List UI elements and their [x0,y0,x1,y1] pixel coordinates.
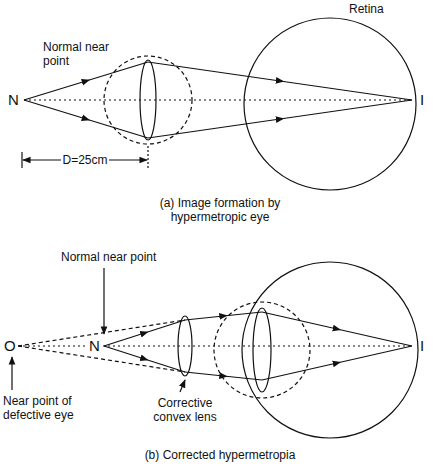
cornea [104,56,192,144]
point-letter: N [88,338,101,354]
eyeball [242,262,418,438]
eyeball [244,18,416,190]
virtual-ray [18,346,185,372]
light-ray [104,346,185,372]
eye-lens [140,60,156,140]
figure-caption: (b) Corrected hypermetropia [144,448,297,462]
figure-caption: (a) Image formation by hypermetropic eye [134,196,306,224]
leader-arrow [11,357,12,390]
light-ray [148,100,412,138]
dimension-label: D=25cm [61,153,108,167]
near-point-label: Near point of defective eye [2,394,100,422]
point-letter: O [3,338,17,354]
image-letter: I [419,338,425,354]
dimension-tick [147,146,148,168]
retina-label: Retina [348,2,385,16]
leader-arrow [103,268,104,334]
light-ray [262,312,412,346]
lens-label: Corrective convex lens [140,396,230,424]
near-point-label: Normal near point [42,40,118,68]
leader-arrow [180,380,185,392]
principal-axis [24,99,412,100]
image-letter: I [419,92,425,108]
dimension-tick [21,152,22,168]
point-letter: N [7,92,20,108]
light-ray [24,100,148,138]
virtual-ray [18,320,185,346]
cornea [214,302,310,398]
light-ray [262,346,412,380]
light-ray [148,62,412,100]
light-ray [185,372,262,380]
light-ray [185,312,262,320]
principal-axis [18,345,412,346]
light-ray [104,320,185,346]
near-point-label: Normal near point [60,250,157,264]
